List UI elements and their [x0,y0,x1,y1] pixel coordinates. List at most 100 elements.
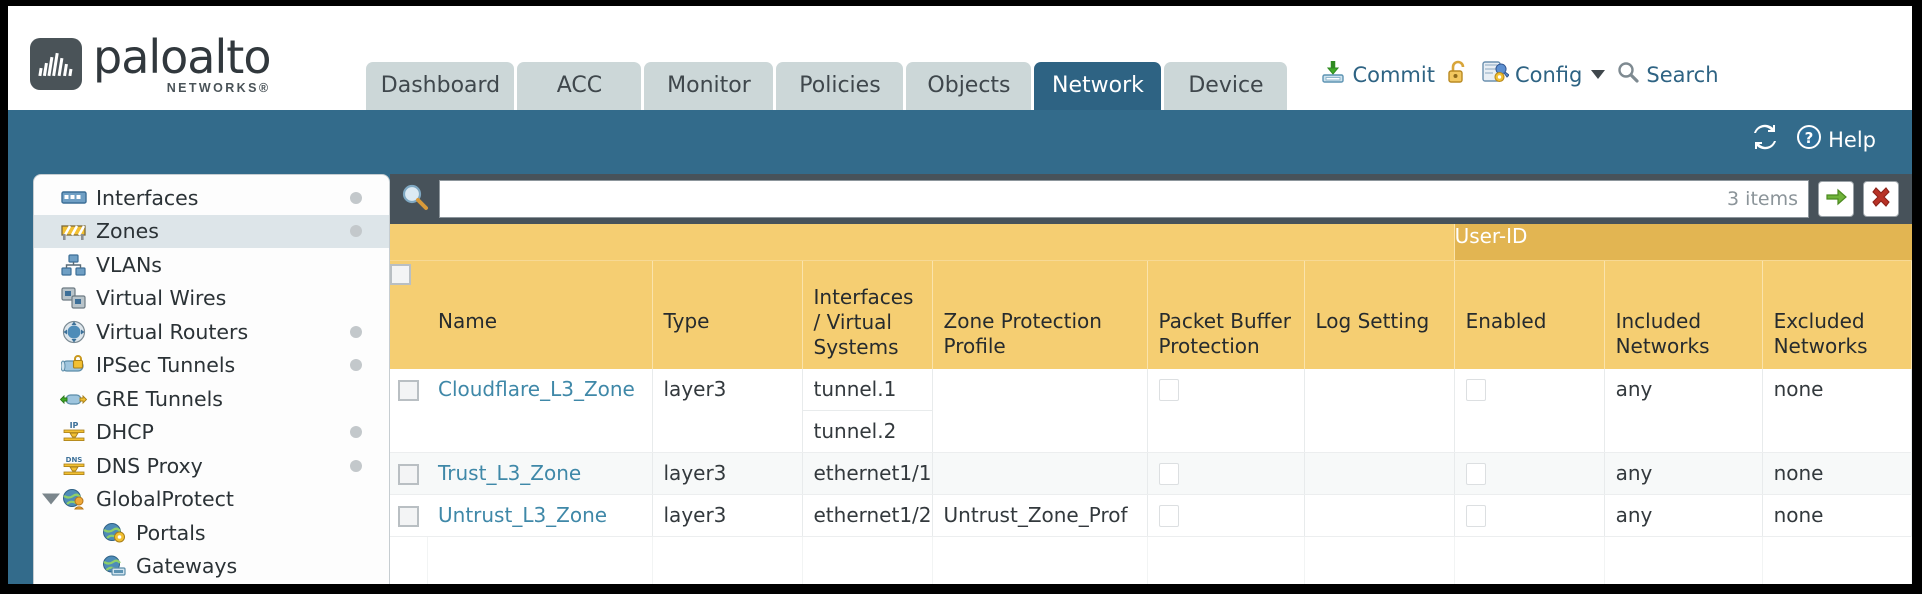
status-dot [350,191,362,204]
sidebar-item-ipsec-tunnels[interactable]: IPSec Tunnels [34,349,389,383]
cell-userid-enabled [1454,452,1605,495]
search-button[interactable]: Search [1616,60,1719,89]
portals-icon [100,522,127,544]
sub-band-actions: ? Help [1751,124,1876,155]
column-header-included-networks[interactable]: Included Networks [1604,260,1763,369]
cell-excluded-networks: none [1762,368,1912,453]
tab-acc[interactable]: ACC [517,62,642,110]
column-header-name[interactable]: Name [427,260,653,369]
tab-objects[interactable]: Objects [906,62,1032,110]
sidebar-label: GRE Tunnels [96,386,223,411]
brand-logo: paloalto NETWORKS® [8,34,271,111]
table-row[interactable]: Trust_L3_Zone layer3 ethernet1/1 [390,452,1912,495]
svg-text:DNS: DNS [65,456,82,464]
lock-button[interactable] [1446,59,1470,90]
sidebar-label: Virtual Wires [96,286,227,311]
sidebar-item-globalprotect[interactable]: GlobalProtect [34,483,389,517]
table-row[interactable]: Cloudflare_L3_Zone layer3 tunnel.1 tunne… [390,368,1912,453]
gre-tunnels-icon [60,388,87,410]
chevron-down-icon [1591,70,1606,79]
svg-text:?: ? [1805,129,1814,147]
sidebar-item-zones[interactable]: Zones [34,214,389,248]
tab-policies[interactable]: Policies [776,62,904,110]
cell-included-networks: any [1604,494,1763,537]
search-magnifier-icon[interactable] [400,182,430,217]
sidebar-item-dns-proxy[interactable]: DNS DNS Proxy [34,449,389,483]
zone-name-link[interactable]: Trust_L3_Zone [438,460,582,485]
column-header-packet-buffer-protection[interactable]: Packet Buffer Protection [1147,260,1305,369]
apply-arrow-icon [1824,185,1848,214]
filler-cell [1454,536,1605,584]
interface-entry: tunnel.2 [813,418,897,443]
packet-buffer-protection-checkbox[interactable] [1158,379,1179,402]
filler-cell [427,536,653,584]
twisty-expanded-icon[interactable] [42,493,60,505]
row-select-checkbox[interactable] [398,379,419,401]
config-dropdown[interactable]: Config [1481,59,1606,90]
tab-device[interactable]: Device [1164,62,1288,110]
tab-dashboard[interactable]: Dashboard [366,62,515,110]
cell-packet-buffer-protection [1147,452,1305,495]
cell-packet-buffer-protection [1147,494,1305,537]
help-label: Help [1828,127,1876,152]
table-row[interactable]: Untrust_L3_Zone layer3 ethernet1/2 Untru… [390,494,1912,537]
sidebar-item-gre-tunnels[interactable]: GRE Tunnels [34,382,389,416]
search-label: Search [1646,62,1719,87]
sidebar-item-dhcp[interactable]: IP DHCP [34,416,389,450]
sidebar-item-vlans[interactable]: VLANs [34,248,389,282]
network-sidebar: Interfaces Zones [33,174,390,584]
userid-enabled-checkbox[interactable] [1465,463,1486,486]
apply-filter-button[interactable] [1818,181,1854,217]
sidebar-item-interfaces[interactable]: Interfaces [34,181,389,215]
select-all-header [390,260,427,369]
table-head: User-ID Name Type Interfaces / Virtual S… [390,224,1912,369]
row-select-checkbox[interactable] [398,505,419,527]
cell-name: Cloudflare_L3_Zone [427,368,653,453]
zone-name-link[interactable]: Untrust_L3_Zone [438,502,608,527]
interface-entry: tunnel.1 [802,369,932,411]
clear-filter-button[interactable] [1863,181,1899,217]
zone-name-link[interactable]: Cloudflare_L3_Zone [438,376,635,401]
column-header-type[interactable]: Type [652,260,803,369]
userid-enabled-checkbox[interactable] [1465,505,1486,528]
sidebar-item-gateways[interactable]: Gateways [34,550,389,584]
column-header-excluded-networks[interactable]: Excluded Networks [1762,260,1912,369]
unlock-icon [1446,59,1470,90]
sidebar-item-portals[interactable]: Portals [34,516,389,550]
sidebar-label: Virtual Routers [96,319,249,344]
status-dot [350,459,362,472]
tab-monitor[interactable]: Monitor [644,62,774,110]
column-header-enabled[interactable]: Enabled [1454,260,1605,369]
sidebar-label: DNS Proxy [96,453,203,478]
filler-cell [1304,536,1455,584]
select-all-checkbox[interactable] [390,263,411,285]
cell-included-networks: any [1604,368,1763,453]
sidebar-label: Interfaces [96,185,199,210]
column-header-log-setting[interactable]: Log Setting [1304,260,1455,369]
items-count-label: 3 items [1727,188,1798,210]
packet-buffer-protection-checkbox[interactable] [1158,505,1179,528]
tab-network[interactable]: Network [1034,62,1162,110]
cell-userid-enabled [1454,368,1605,453]
column-header-zone-protection-profile[interactable]: Zone Protection Profile [932,260,1148,369]
sidebar-item-virtual-wires[interactable]: Virtual Wires [34,282,389,316]
sidebar-item-virtual-routers[interactable]: Virtual Routers [34,315,389,349]
commit-button[interactable]: Commit [1320,59,1435,90]
cell-interfaces: tunnel.1 tunnel.2 [802,368,933,453]
clear-x-icon [1869,185,1893,214]
cell-name: Untrust_L3_Zone [427,494,653,537]
sidebar-label: GlobalProtect [96,487,234,512]
row-select-checkbox[interactable] [398,463,419,485]
filter-toolbar: 3 items [390,174,1912,224]
row-select-cell [390,494,427,537]
search-input[interactable]: 3 items [439,180,1809,218]
refresh-icon[interactable] [1751,124,1779,155]
search-magnifier-icon [1616,60,1640,89]
packet-buffer-protection-checkbox[interactable] [1158,463,1179,486]
column-header-interfaces[interactable]: Interfaces / Virtual Systems [802,260,933,369]
help-button[interactable]: ? Help [1796,124,1876,155]
vlans-icon [60,254,87,276]
userid-enabled-checkbox[interactable] [1465,379,1486,402]
config-wrench-icon [1481,59,1510,90]
